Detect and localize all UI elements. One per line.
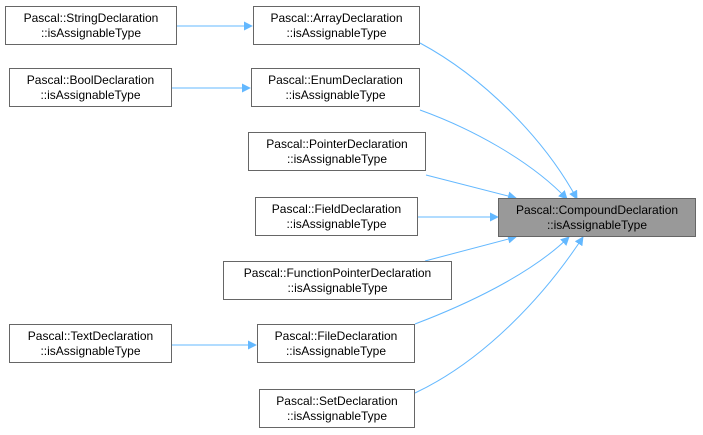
node-text-declaration[interactable]: Pascal::TextDeclaration ::isAssignableTy… bbox=[9, 324, 172, 363]
edge-set-to-compound bbox=[414, 236, 584, 394]
node-enum-declaration[interactable]: Pascal::EnumDeclaration ::isAssignableTy… bbox=[251, 68, 420, 107]
node-field-method: ::isAssignableType bbox=[286, 216, 387, 231]
node-bool-name: Pascal::BoolDeclaration bbox=[26, 72, 155, 87]
node-field-name: Pascal::FieldDeclaration bbox=[271, 201, 402, 216]
node-compound-name: Pascal::CompoundDeclaration bbox=[515, 202, 679, 217]
node-field-declaration[interactable]: Pascal::FieldDeclaration ::isAssignableT… bbox=[255, 197, 418, 236]
node-compound-method: ::isAssignableType bbox=[546, 217, 648, 232]
node-bool-method: ::isAssignableType bbox=[40, 87, 141, 102]
node-text-name: Pascal::TextDeclaration bbox=[27, 328, 154, 343]
node-file-declaration[interactable]: Pascal::FileDeclaration ::isAssignableTy… bbox=[257, 324, 415, 363]
node-set-name: Pascal::SetDeclaration bbox=[276, 393, 398, 408]
edge-pointer-to-compound bbox=[425, 174, 517, 201]
node-set-declaration[interactable]: Pascal::SetDeclaration ::isAssignableTyp… bbox=[259, 389, 415, 428]
node-enum-method: ::isAssignableType bbox=[285, 87, 386, 102]
node-enum-name: Pascal::EnumDeclaration bbox=[268, 72, 403, 87]
node-array-declaration[interactable]: Pascal::ArrayDeclaration ::isAssignableT… bbox=[253, 6, 420, 45]
edge-file-to-compound bbox=[414, 236, 570, 325]
node-string-method: ::isAssignableType bbox=[40, 25, 142, 40]
node-array-name: Pascal::ArrayDeclaration bbox=[270, 10, 403, 25]
node-compound-declaration: Pascal::CompoundDeclaration ::isAssignab… bbox=[498, 198, 696, 237]
node-file-method: ::isAssignableType bbox=[285, 343, 387, 358]
node-string-name: Pascal::StringDeclaration bbox=[23, 10, 159, 25]
node-pointer-method: ::isAssignableType bbox=[286, 151, 388, 166]
node-set-method: ::isAssignableType bbox=[286, 408, 388, 423]
node-array-method: ::isAssignableType bbox=[286, 25, 387, 40]
node-funcptr-name: Pascal::FunctionPointerDeclaration bbox=[243, 265, 432, 280]
edge-array-to-compound bbox=[419, 42, 578, 200]
node-bool-declaration[interactable]: Pascal::BoolDeclaration ::isAssignableTy… bbox=[9, 68, 172, 107]
node-funcptr-method: ::isAssignableType bbox=[287, 280, 388, 295]
edge-funcptr-to-compound bbox=[424, 234, 517, 262]
node-text-method: ::isAssignableType bbox=[40, 343, 141, 358]
node-file-name: Pascal::FileDeclaration bbox=[274, 328, 398, 343]
node-pointer-name: Pascal::PointerDeclaration bbox=[266, 136, 408, 151]
node-string-declaration[interactable]: Pascal::StringDeclaration ::isAssignable… bbox=[5, 6, 177, 45]
node-pointer-declaration[interactable]: Pascal::PointerDeclaration ::isAssignabl… bbox=[248, 132, 426, 171]
node-function-pointer-declaration[interactable]: Pascal::FunctionPointerDeclaration ::isA… bbox=[223, 261, 452, 300]
edge-enum-to-compound bbox=[419, 109, 568, 200]
